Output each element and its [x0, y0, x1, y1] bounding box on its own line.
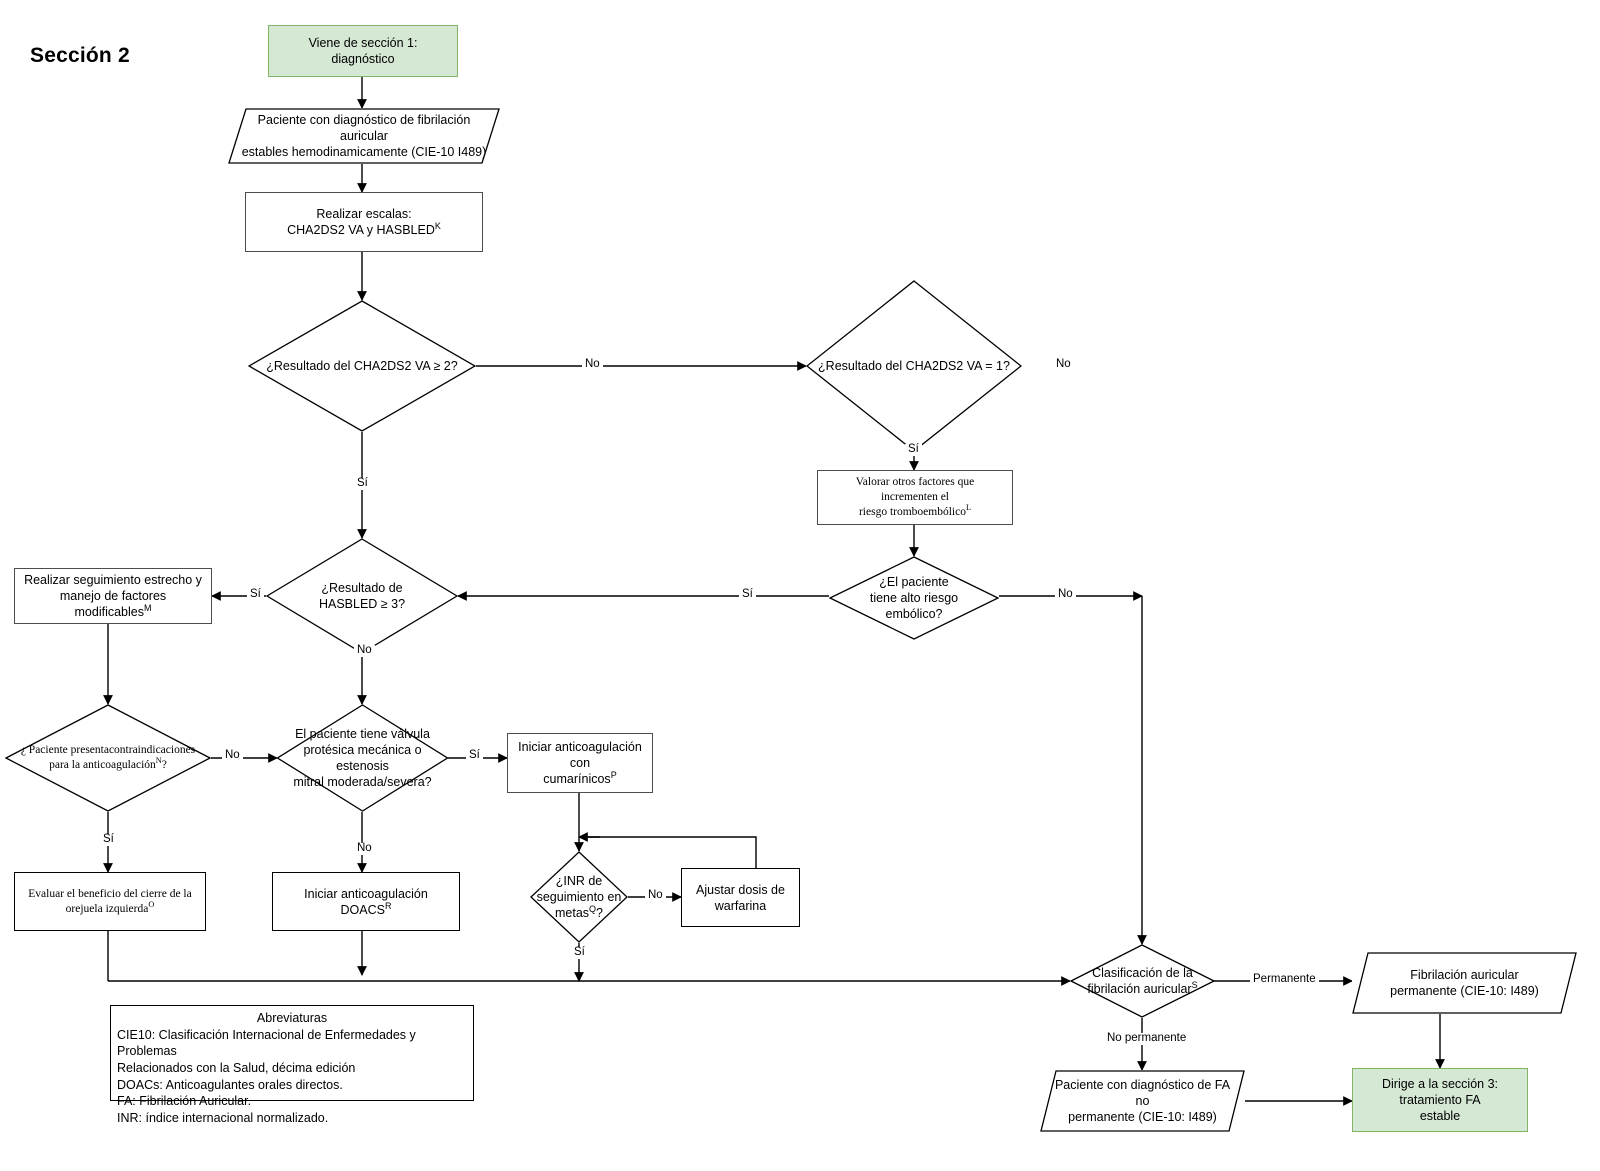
edge-label-cha2ds2ge2-si: Sí: [354, 477, 371, 490]
node-af-permanent-label: Fibrilación auricular permanente (CIE-10…: [1390, 968, 1539, 998]
node-goto-section3[interactable]: Dirige a la sección 3: tratamiento FA es…: [1352, 1068, 1528, 1132]
node-decision-cha2ds2-eq1[interactable]: ¿Resultado del CHA2DS2 VA = 1?: [806, 280, 1022, 452]
node-entry-from-section1-label: Viene de sección 1: diagnóstico: [308, 36, 418, 66]
edge-label-inr-no: No: [645, 889, 666, 902]
node-decision-hasbled-ge3[interactable]: ¿Resultado de HASBLED ≥ 3?: [266, 538, 458, 654]
superscript-q: Q: [589, 903, 597, 914]
node-start-doacs[interactable]: Iniciar anticoagulación DOACSR: [272, 872, 460, 931]
parallelogram-shape: [1352, 952, 1577, 1014]
edge-label-classification-permanent: Permanente: [1250, 973, 1319, 986]
edge-label-embolic-no: No: [1055, 588, 1076, 601]
abbreviation-line: FA: Fibrilación Auricular.: [117, 1094, 252, 1109]
node-decision-cha2ds2-eq1-label: ¿Resultado del CHA2DS2 VA = 1?: [818, 359, 1010, 373]
node-adjust-warfarin-dose[interactable]: Ajustar dosis de warfarina: [681, 868, 800, 927]
node-decision-hasbled-ge3-label: ¿Resultado de HASBLED ≥ 3?: [318, 581, 406, 611]
node-other-risk-factors[interactable]: Valorar otros factores que incrementen e…: [817, 470, 1013, 525]
abbreviation-line: DOACs: Anticoagulantes orales directos.: [117, 1077, 343, 1092]
edge-label-cha2ds2eq1-no: No: [1053, 358, 1074, 371]
diamond-shape: [248, 300, 476, 432]
abbreviations-title: Abreviaturas: [256, 1011, 328, 1025]
diamond-shape: [829, 556, 999, 640]
edge-label-hasbled-si: Sí: [247, 588, 264, 601]
node-patient-diagnosis-io[interactable]: Paciente con diagnóstico de fibrilación …: [228, 108, 500, 164]
edge-label-embolic-si: Sí: [739, 588, 756, 601]
node-goto-section3-label: Dirige a la sección 3: tratamiento FA es…: [1381, 1077, 1499, 1123]
abbreviation-line: INR: índice internacional normalizado.: [117, 1110, 329, 1125]
edge-label-valve-si: Sí: [466, 749, 483, 762]
page-title: Sección 2: [30, 44, 130, 67]
diamond-shape: [1070, 944, 1215, 1018]
node-do-scales[interactable]: Realizar escalas:CHA2DS2 VA y HASBLEDK: [245, 192, 483, 252]
superscript-n: N: [155, 756, 162, 766]
abbreviation-line: Relacionados con la Salud, décima edició…: [117, 1060, 356, 1075]
edge-label-contraindications-si: Sí: [100, 833, 117, 846]
diamond-shape: [5, 704, 211, 812]
edge-label-hasbled-no: No: [354, 644, 375, 657]
diamond-shape: [530, 851, 628, 943]
node-decision-cha2ds2-ge2-label: ¿Resultado del CHA2DS2 VA ≥ 2?: [266, 359, 458, 373]
node-start-doacs-label: Iniciar anticoagulación DOACSR: [304, 886, 428, 917]
node-af-permanent-io[interactable]: Fibrilación auricular permanente (CIE-10…: [1352, 952, 1577, 1014]
node-af-nonpermanent-label: Paciente con diagnóstico de FA no perman…: [1054, 1078, 1231, 1124]
node-decision-cha2ds2-ge2[interactable]: ¿Resultado del CHA2DS2 VA ≥ 2?: [248, 300, 476, 432]
superscript-o: O: [148, 899, 155, 909]
node-af-nonpermanent-io[interactable]: Paciente con diagnóstico de FA no perman…: [1040, 1070, 1245, 1132]
superscript-s: S: [1191, 979, 1198, 990]
superscript-p: P: [610, 769, 617, 780]
edge-label-cha2ds2eq1-si: Sí: [905, 443, 922, 456]
node-decision-mechanical-valve[interactable]: El paciente tiene válvula protésica mecá…: [277, 704, 448, 812]
superscript-l: L: [965, 503, 972, 513]
diamond-shape: [277, 704, 448, 812]
superscript-m: M: [143, 602, 152, 613]
node-decision-high-embolic-risk[interactable]: ¿El paciente tiene alto riesgo embólico?: [829, 556, 999, 640]
edge-label-cha2ds2ge2-no: No: [582, 358, 603, 371]
node-do-scales-label: Realizar escalas:CHA2DS2 VA y HASBLEDK: [287, 207, 441, 237]
edge-label-classification-nonpermanent: No permanente: [1104, 1032, 1190, 1045]
edge-label-contraindications-no: No: [222, 749, 243, 762]
node-decision-mechanical-valve-label: El paciente tiene válvula protésica mecá…: [293, 727, 432, 789]
edge-label-valve-no: No: [354, 842, 375, 855]
parallelogram-shape: [1040, 1070, 1245, 1132]
abbreviation-line: CIE10: Clasificación Internacional de En…: [117, 1027, 416, 1059]
node-other-risk-factors-label: Valorar otros factores que incrementen e…: [855, 476, 975, 518]
edge-label-inr-si: Sí: [571, 946, 588, 959]
abbreviations-box: Abreviaturas CIE10: Clasificación Intern…: [110, 1005, 474, 1125]
node-entry-from-section1[interactable]: Viene de sección 1: diagnóstico: [268, 25, 458, 77]
node-decision-high-embolic-risk-label: ¿El paciente tiene alto riesgo embólico?: [869, 575, 959, 621]
superscript-r: R: [384, 900, 392, 911]
node-patient-diagnosis-label: Paciente con diagnóstico de fibrilación …: [241, 113, 487, 159]
parallelogram-shape: [228, 108, 500, 164]
node-adjust-warfarin-dose-label: Ajustar dosis de warfarina: [696, 882, 785, 913]
superscript-k: K: [434, 220, 441, 231]
